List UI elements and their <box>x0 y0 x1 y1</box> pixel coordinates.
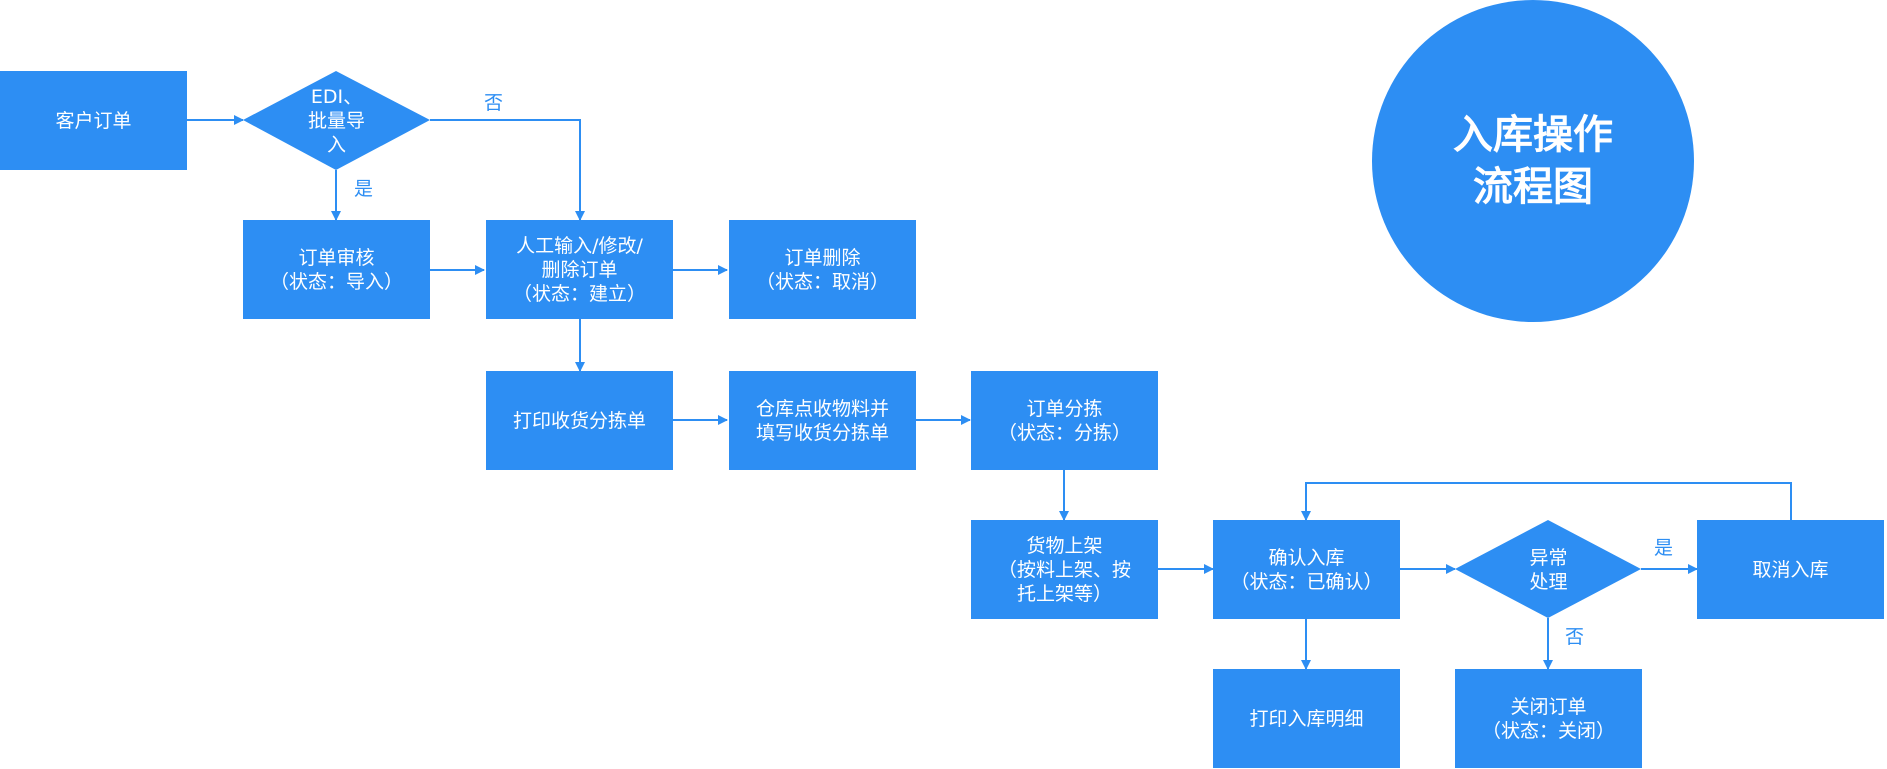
edge-label-exception-yes: 是 <box>1654 537 1674 559</box>
node-cancel-inbound: 取消入库 <box>1697 520 1884 619</box>
node-customer-order: 客户订单 <box>0 71 187 170</box>
title-line-1: 入库操作 <box>1453 112 1613 158</box>
node-label-line-2: 删除订单 <box>541 258 618 281</box>
title-line-2: 流程图 <box>1473 164 1593 210</box>
node-label-line-2: （状态：取消） <box>755 270 889 293</box>
node-label-line-1: 订单删除 <box>784 246 861 269</box>
edge-cancel-loop-to-confirm <box>1301 482 1792 521</box>
node-label: 打印入库明细 <box>1249 707 1364 730</box>
node-label-line-2: （状态：导入） <box>269 270 403 293</box>
node-print-details: 打印入库明细 <box>1213 669 1400 768</box>
node-close-order: 关闭订单 （状态：关闭） <box>1455 669 1642 768</box>
node-label-line-1: 订单审核 <box>298 246 375 269</box>
edi-decision-diamond <box>243 71 430 170</box>
node-label-line-2: 填写收货分拣单 <box>755 421 889 444</box>
node-label-line-2: （按料上架、按 <box>997 558 1131 581</box>
edge-edi-no-to-manual <box>430 119 585 221</box>
node-order-delete: 订单删除 （状态：取消） <box>729 220 916 319</box>
node-label-line-2: （状态：关闭） <box>1481 719 1615 742</box>
node-label-line-1: 人工输入/修改/ <box>516 234 643 257</box>
node-print-sort-sheet: 打印收货分拣单 <box>486 371 673 470</box>
node-label-line-3: 入 <box>326 133 346 156</box>
node-label-line-1: 确认入库 <box>1268 546 1345 569</box>
node-label-line-3: （状态：建立） <box>512 282 646 305</box>
node-label-line-2: 批量导 <box>307 109 365 132</box>
node-label-line-1: 订单分拣 <box>1026 397 1103 420</box>
node-shelving: 货物上架 （按料上架、按 托上架等） <box>971 520 1158 619</box>
node-confirm-inbound: 确认入库 （状态：已确认） <box>1213 520 1400 619</box>
node-label-line-3: 托上架等） <box>1016 582 1112 605</box>
node-label-line-1: 关闭订单 <box>1510 695 1587 718</box>
node-label-line-2: （状态：分拣） <box>997 421 1131 444</box>
node-label-line-1: EDI、 <box>310 85 363 108</box>
node-label-line-2: （状态：已确认） <box>1230 570 1383 593</box>
node-label: 取消入库 <box>1752 558 1829 581</box>
edge-label-exception-no: 否 <box>1565 626 1585 648</box>
edge-label-edi-yes: 是 <box>354 178 374 200</box>
node-label-line-1: 仓库点收物料并 <box>755 397 889 420</box>
title-circle: 入库操作 流程图 <box>1372 0 1694 322</box>
node-label: 打印收货分拣单 <box>512 409 646 432</box>
node-label-line-1: 异常 <box>1529 546 1568 569</box>
exception-decision-diamond <box>1455 520 1641 618</box>
node-label-line-2: 处理 <box>1529 570 1568 593</box>
node-edi-decision: EDI、 批量导 入 <box>243 71 430 170</box>
node-manual-input: 人工输入/修改/ 删除订单 （状态：建立） <box>486 220 673 319</box>
edge-label-edi-no: 否 <box>484 92 504 114</box>
node-order-review: 订单审核 （状态：导入） <box>243 220 430 319</box>
node-exception-decision: 异常 处理 <box>1455 520 1642 619</box>
node-label-line-1: 货物上架 <box>1026 534 1103 557</box>
node-order-sorting: 订单分拣 （状态：分拣） <box>971 371 1158 470</box>
node-label: 客户订单 <box>55 109 132 132</box>
node-warehouse-count: 仓库点收物料并 填写收货分拣单 <box>729 371 916 470</box>
